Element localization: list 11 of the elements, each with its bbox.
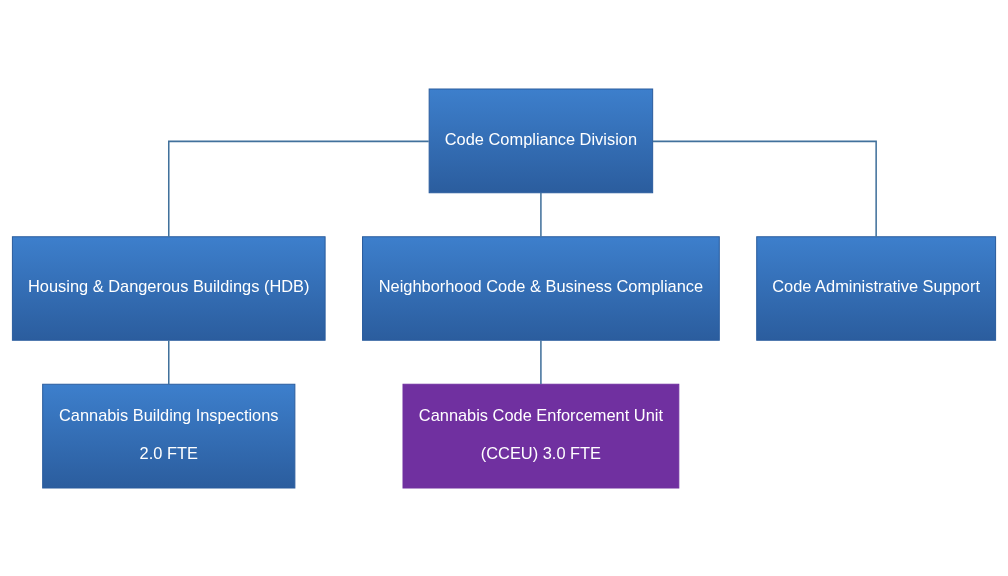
node-box: Code Administrative Support: [756, 235, 997, 341]
connector: [540, 191, 542, 237]
node-box: Housing & Dangerous Buildings (HDB): [11, 235, 326, 341]
node-box: Code Compliance Division: [428, 88, 654, 193]
connector: [540, 339, 542, 385]
connector: [652, 140, 877, 237]
node-box: Cannabis Building Inspections 2.0 FTE: [42, 383, 296, 488]
node-box: Neighborhood Code & Business Compliance: [362, 235, 720, 341]
connector: [168, 140, 430, 237]
node-box: Cannabis Code Enforcement Unit (CCEU) 3.0 FTE: [402, 383, 680, 488]
connector: [168, 339, 170, 385]
